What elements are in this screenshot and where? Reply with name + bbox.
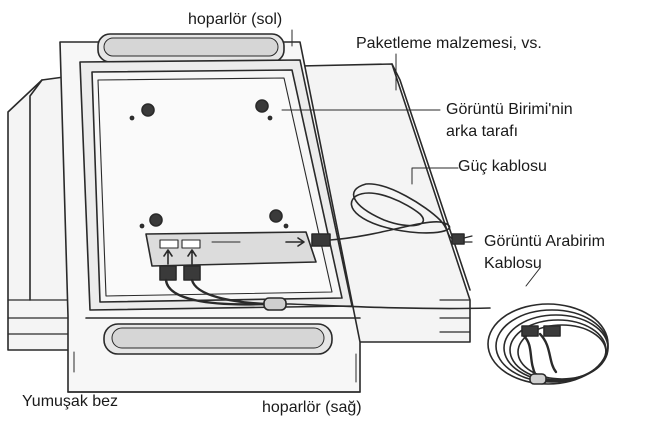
label-unit-back-line2: arka tarafı [446, 123, 519, 140]
label-power-cable: Güç kablosu [458, 158, 547, 175]
label-interface-cable-line1: Görüntü Arabirim [484, 233, 605, 250]
interface-cable [263, 297, 609, 385]
label-unit-back-line1: Görüntü Birimi'nin [446, 101, 573, 118]
leader-lines [73, 29, 541, 383]
label-interface-cable-line2: Kablosu [484, 255, 542, 272]
power-cable [285, 183, 473, 247]
label-speaker-left: hoparlör (sol) [188, 11, 283, 28]
label-packaging: Paketleme malzemesi, vs. [356, 35, 542, 52]
label-soft-cloth: Yumuşak bez [22, 393, 119, 410]
mounting-holes [129, 99, 289, 229]
speaker-left-unit [97, 33, 285, 63]
label-speaker-right: hoparlör (sağ) [262, 399, 362, 416]
interface-plugs [159, 249, 266, 306]
connector-panel [145, 231, 317, 267]
speaker-right-unit [103, 323, 333, 355]
